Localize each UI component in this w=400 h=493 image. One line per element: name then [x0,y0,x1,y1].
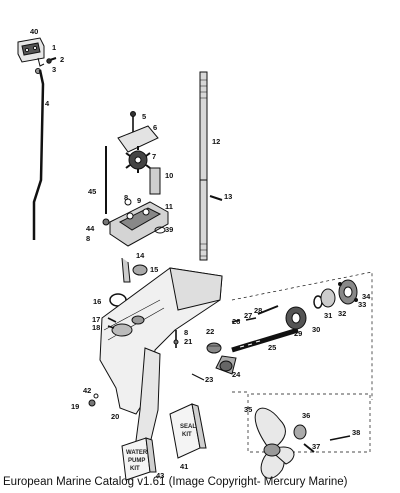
callout-23: 23 [205,375,213,384]
reference-line [231,271,373,400]
callout-29: 29 [294,329,302,338]
kit-label-line: WATER [126,450,148,456]
reference-line [232,391,371,453]
forward-gear-part [215,355,237,375]
callout-14: 14 [136,251,145,260]
callout-4: 4 [45,99,50,108]
callout-30: 30 [312,325,320,334]
callout-26: 26 [232,317,240,326]
callout-8c: 8 [184,328,188,337]
callout-24: 24 [232,370,241,379]
sleeve-part [149,167,161,195]
propeller-part [254,407,295,479]
callout-33: 33 [358,300,366,309]
callout-44: 44 [86,224,95,233]
kit-label-line: SEAL [180,424,196,430]
callout-17: 17 [92,315,100,324]
callout-35: 35 [244,405,252,414]
callout-7: 7 [152,152,156,161]
callout-5: 5 [142,112,146,121]
nut-part [102,218,110,226]
pump-screw-part [130,111,136,134]
callout-20: 20 [111,412,119,421]
water-pump-kit-box [121,437,157,481]
callout-36: 36 [302,411,310,420]
shift-rod-part [32,69,45,240]
pin-23-part [191,373,205,381]
pump-cover-part [117,125,159,153]
callout-37: 37 [312,442,320,451]
callout-34: 34 [362,292,371,301]
clip-part [121,257,131,283]
callout-27: 27 [244,311,252,320]
drain-screw-part [88,399,96,407]
callout-6: 6 [153,123,157,132]
callout-18: 18 [92,323,100,332]
callout-15: 15 [150,265,158,274]
screw-part [46,57,57,64]
cotter-pin-part [303,443,315,453]
prop-nut-part [329,435,351,441]
reverse-gear-part [285,306,307,330]
retainer-part [231,319,241,323]
spring-part [257,305,279,315]
callout-39: 39 [165,225,173,234]
impeller-part [125,146,151,173]
shift-bracket-part [17,37,45,67]
callout-28: 28 [254,306,262,315]
kit-label-line: KIT [182,432,192,438]
oring-part [154,226,166,234]
water-pump-kit-label: WATER PUMP KIT [126,450,148,472]
callout-42: 42 [83,386,91,395]
callout-10: 10 [165,171,173,180]
kit-label-line: KIT [130,466,140,472]
callout-2: 2 [60,55,64,64]
pump-base-part [109,201,169,247]
callout-11: 11 [165,202,173,211]
callout-45: 45 [88,187,96,196]
cross-pin-part [245,317,257,321]
callout-1: 1 [52,43,56,52]
callout-31: 31 [324,311,332,320]
callout-8b: 8 [86,234,90,243]
pinion-gear-part [206,342,222,354]
callout-43: 43 [156,471,164,480]
seal-kit-box [169,403,207,459]
pin-part [209,195,223,201]
gearcase-housing-part [99,267,223,457]
fill-screw-part [107,325,115,329]
key-part [124,198,132,206]
callout-labels: 40 1 2 3 4 5 6 7 10 45 9 8 11 44 8 39 12… [30,27,371,480]
callout-19: 19 [71,402,79,411]
vent-screw-part [107,317,117,323]
callout-22: 22 [206,327,214,336]
callout-25: 25 [268,343,276,352]
propeller-shaft-part [231,327,299,353]
callout-3: 3 [52,65,56,74]
washer-small-part [93,393,99,399]
washer-21-part [173,339,179,345]
splined-washer-part [293,424,307,440]
driveshaft-part [199,71,208,261]
bearing-part [320,288,336,308]
callout-40: 40 [30,27,38,36]
callout-16: 16 [93,297,101,306]
callout-12: 12 [212,137,220,146]
callout-38: 38 [352,428,360,437]
grommet-part [132,264,148,276]
seal-kit-label: SEAL KIT [180,424,196,438]
callout-41: 41 [180,462,188,471]
kit-label-line: PUMP [128,458,145,464]
callout-9: 9 [137,196,141,205]
callout-8a: 8 [124,193,128,202]
callout-21: 21 [184,337,192,346]
bearing-carrier-part [338,279,358,305]
callout-32: 32 [338,309,346,318]
callout-13: 13 [224,192,232,201]
catalog-caption: European Marine Catalog v1.61 (Image Cop… [3,476,348,488]
